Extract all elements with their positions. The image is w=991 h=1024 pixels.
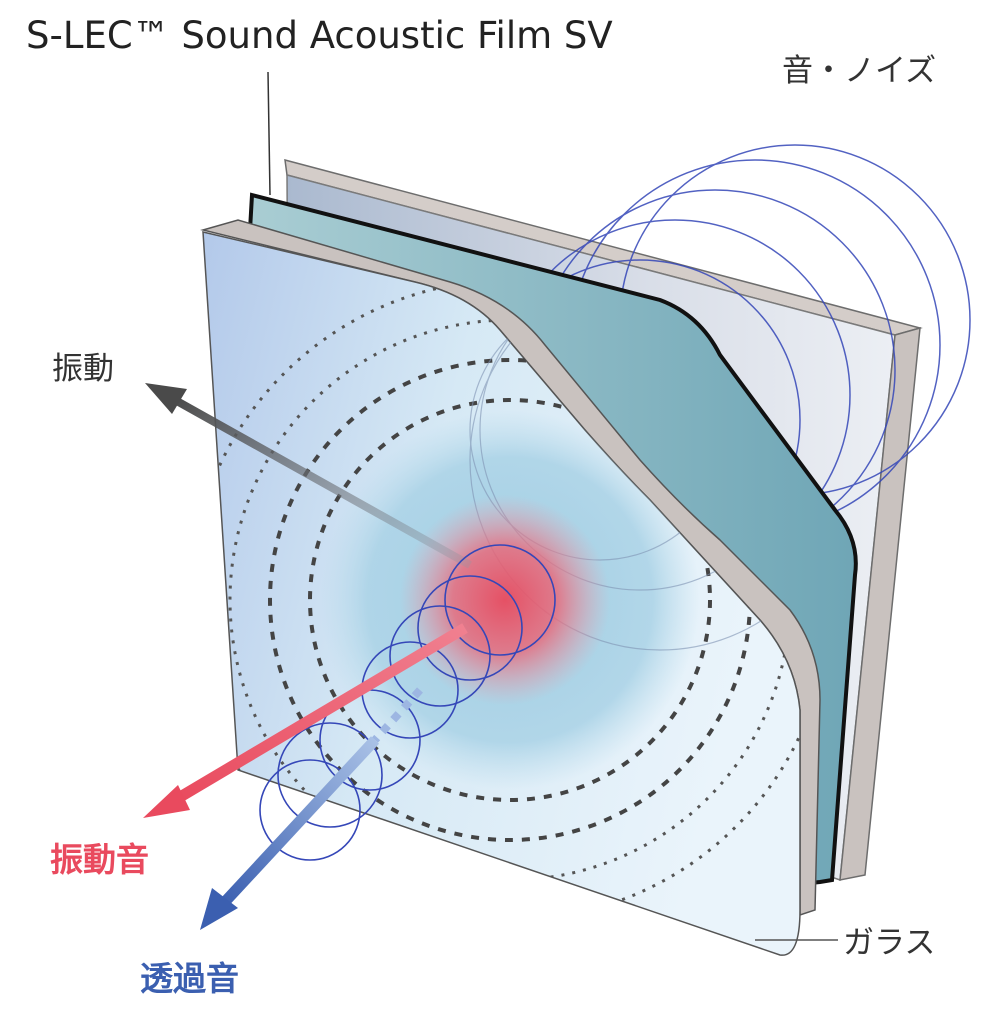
transmitted-sound-arrow: [200, 687, 423, 930]
vibration-hotspot: [400, 495, 610, 705]
vibration-sound-label: 振動音: [50, 840, 149, 879]
glass-label: ガラス: [843, 925, 936, 961]
vibration-sound-arrow: [143, 623, 468, 818]
noise-label: 音・ノイズ: [782, 53, 937, 89]
vibration-arrow: [145, 383, 472, 569]
film-product-label: S-LEC™ Sound Acoustic Film SV: [26, 14, 613, 57]
vibration-label: 振動: [52, 351, 114, 387]
film-leader-line: [267, 71, 271, 196]
transmitted-sound-label: 透過音: [140, 959, 239, 998]
